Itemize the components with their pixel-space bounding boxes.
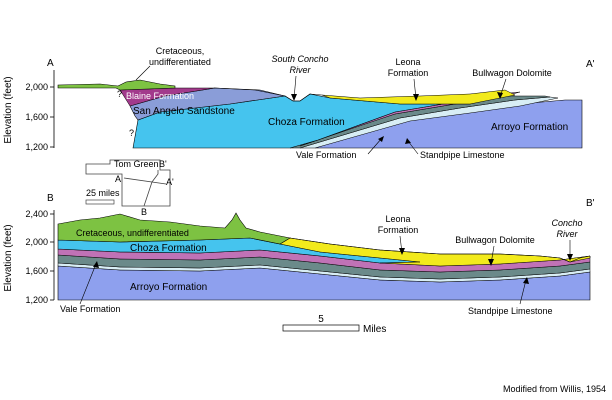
section-b-label-cretaceous: Cretaceous, undifferentiated [76, 228, 189, 238]
section-b-tick-2400: 2,400 [25, 209, 48, 219]
scale-bar-value: 5 [318, 314, 324, 325]
section-b-labels: Cretaceous, undifferentiated Choza Forma… [60, 214, 583, 316]
section-a-label-arroyo: Arroyo Formation [491, 122, 568, 133]
section-a-label-san-angelo: San Angelo Sandstone [133, 106, 235, 117]
section-b-tick-1200: 1,200 [25, 295, 48, 305]
location-map-b-label: B [141, 207, 147, 217]
section-a-end-label: A' [586, 59, 595, 70]
section-a-tick-2000: 2,000 [25, 82, 48, 92]
location-map-scale-label: 25 miles [86, 188, 120, 198]
section-a-label-bullwagon: Bullwagon Dolomite [472, 68, 552, 78]
section-b-label-arroyo: Arroyo Formation [130, 282, 207, 293]
section-b-label-standpipe: Standpipe Limestone [468, 306, 553, 316]
section-a-label-vale: Vale Formation [296, 150, 356, 160]
scale-bar-unit: Miles [363, 324, 386, 335]
credit-text: Modified from Willis, 1954 [503, 384, 606, 394]
section-b-label-leona-1: Leona [385, 214, 410, 224]
section-b-label-leona-2: Formation [378, 225, 419, 235]
section-a-label-leona-1: Leona [395, 57, 420, 67]
section-b-label-vale: Vale Formation [60, 304, 120, 314]
section-b [57, 212, 591, 301]
location-map-scale-bar [85, 199, 115, 205]
section-a-cretaceous [57, 79, 176, 91]
section-b-tick-2000: 2,000 [25, 237, 48, 247]
section-a-tick-1600: 1,600 [25, 112, 48, 122]
section-a-question-1: ? [117, 89, 122, 99]
section-a-y-axis-label: Elevation (feet) [3, 76, 14, 143]
section-b-label-bullwagon: Bullwagon Dolomite [455, 235, 535, 245]
section-a-axis: 2,000 1,600 1,200 Elevation (feet) A A' [3, 58, 595, 152]
section-a-label-standpipe: Standpipe Limestone [420, 150, 505, 160]
section-a-label-river-2: River [289, 65, 311, 75]
location-map-a-prime-label: A' [166, 177, 174, 187]
section-b-y-axis-label: Elevation (feet) [3, 224, 14, 291]
section-b-tick-1600: 1,600 [25, 266, 48, 276]
section-b-cretaceous [57, 212, 291, 245]
section-a-label-leona-2: Formation [388, 68, 429, 78]
location-map-a-label: A [115, 174, 121, 184]
section-a-label-blaine: Blaine Formation [126, 91, 194, 101]
section-b-label-choza: Choza Formation [130, 243, 207, 254]
section-a-surface-line [214, 87, 323, 102]
section-b-end-label: B' [586, 198, 595, 209]
scale-bar: 5 Miles [282, 314, 386, 335]
section-b-surface-line [289, 237, 591, 263]
section-a-label-cretaceous-1: Cretaceous, [156, 46, 205, 56]
location-map-b-prime-label: B' [159, 159, 167, 169]
section-b-label-river-2: River [556, 229, 578, 239]
section-a-start-label: A [47, 58, 54, 69]
section-a-tick-1200: 1,200 [25, 142, 48, 152]
section-b-label-river-1: Concho [551, 218, 582, 228]
section-a-leona-formation [321, 89, 516, 105]
section-a-labels: Cretaceous, undifferentiated Blaine Form… [117, 46, 568, 160]
section-a [57, 79, 583, 149]
location-map-county-outline [85, 159, 171, 207]
section-a-label-cretaceous-2: undifferentiated [149, 57, 211, 67]
scale-bar-box [282, 324, 360, 332]
location-map-county-label: Tom Green [114, 159, 159, 169]
section-b-start-label: B [47, 193, 54, 204]
section-b-axis: 2,400 2,000 1,600 1,200 Elevation (feet)… [3, 193, 595, 305]
location-map: Tom Green A A' B B' 25 miles [85, 159, 174, 217]
section-a-label-river-1: South Concho [271, 54, 328, 64]
section-a-question-2: ? [129, 128, 134, 138]
section-a-label-choza: Choza Formation [268, 117, 345, 128]
